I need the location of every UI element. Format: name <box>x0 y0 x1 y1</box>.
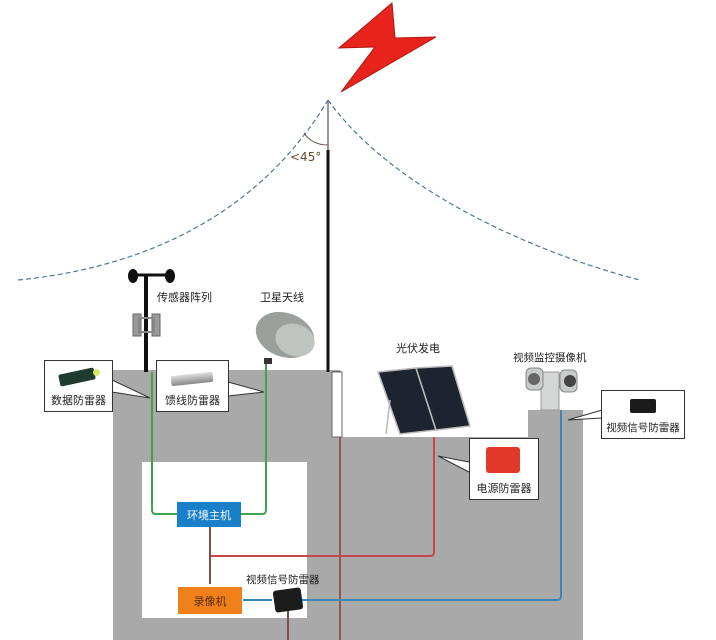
callout-pointer-feeder <box>227 381 265 397</box>
ptz-camera-icon <box>525 367 578 411</box>
data-arrester-label: 数据防雷器 <box>51 394 106 407</box>
video-camera-label: 视频监控摄像机 <box>513 352 587 364</box>
power-arrester-label: 电源防雷器 <box>476 482 532 495</box>
callout-video-arrester: 视频信号防雷器 <box>601 390 685 439</box>
satellite-dish-icon <box>255 311 315 364</box>
protection-zone-curve-left <box>17 99 329 281</box>
data-arrester-terminal-icon <box>93 369 100 376</box>
sensor-housing-left <box>132 313 142 337</box>
inner-video-arrester-label: 视频信号防雷器 <box>246 574 320 586</box>
satellite-antenna-label: 卫星天线 <box>260 291 304 304</box>
video-arrester-device-icon <box>272 587 304 613</box>
video-arrester-icon <box>630 399 656 413</box>
env-host-box: 环境主机 <box>177 502 241 527</box>
callout-data-arrester: 数据防雷器 <box>44 360 113 412</box>
conductor-clamp <box>331 371 343 438</box>
callout-power-arrester: 电源防雷器 <box>469 438 539 500</box>
solar-power-label: 光伏发电 <box>396 342 440 355</box>
callout-feeder-arrester: 馈线防雷器 <box>156 360 229 412</box>
sensor-bracket <box>138 317 155 333</box>
sensor-housing-right <box>151 313 161 337</box>
angle-arc <box>303 132 329 146</box>
callout-pointer-data <box>111 379 151 399</box>
green-cable-dish <box>241 364 267 515</box>
data-arrester-icon <box>58 367 96 387</box>
green-cable-sensor <box>151 372 178 515</box>
power-arrester-icon <box>486 447 520 473</box>
angle-label: <45° <box>290 150 322 164</box>
lightning-bolt-icon <box>337 1 437 93</box>
blue-video-cable <box>302 410 562 601</box>
video-arrester-label: 视频信号防雷器 <box>606 422 680 434</box>
solar-panel-icon <box>376 365 471 435</box>
video-recorder-box: 录像机 <box>178 587 242 614</box>
anemometer-cup-left <box>128 269 138 283</box>
protection-zone-curve-right <box>327 99 641 281</box>
callout-pointer-video <box>567 409 603 421</box>
sensor-array-label: 传感器阵列 <box>157 291 212 304</box>
red-power-cable <box>210 437 435 557</box>
callout-pointer-power <box>437 455 470 473</box>
feeder-arrester-icon <box>170 371 214 387</box>
anemometer-cup-right <box>165 269 175 283</box>
feeder-arrester-label: 馈线防雷器 <box>165 394 220 407</box>
